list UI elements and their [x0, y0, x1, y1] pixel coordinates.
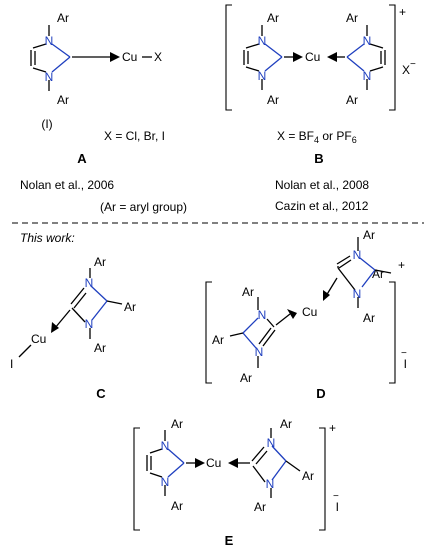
compound-label-c: C [96, 386, 106, 401]
nitrogen-atom-c2: N [85, 317, 94, 331]
compound-label-a: A [77, 151, 87, 166]
nitrogen-atom-b1: N [258, 34, 267, 48]
arrowhead-b-left [293, 52, 303, 62]
counter-anion-d: I− [401, 348, 407, 371]
arrowhead-b-right [327, 52, 337, 62]
imidazolyl-ring-d-upper [336, 237, 392, 308]
nitrogen-atom-b3: N [363, 34, 372, 48]
structure-a: N N Ar Ar Cu X (I) X = Cl, Br, I A Nolan… [20, 11, 187, 214]
bracket-right-e [319, 427, 326, 531]
nitrogen-atom-e3: N [267, 436, 276, 450]
aryl-label-d-lower-left: Ar [212, 333, 224, 347]
aryl-label-e-right-top: Ar [280, 417, 292, 431]
charge-plus-d: + [398, 258, 405, 272]
nitrogen-atom-d1: N [353, 248, 362, 262]
aryl-label-a-top: Ar [57, 11, 69, 25]
copper-atom-b: Cu [305, 50, 320, 64]
aryl-label-e-left-bottom: Ar [171, 499, 183, 513]
aryl-label-d-lower-bottom: Ar [240, 371, 252, 385]
arrowhead-e-right [228, 458, 238, 468]
bracket-left-b [225, 4, 232, 111]
bracket-right-d [389, 281, 396, 384]
aryl-label-e-right-side: Ar [302, 469, 314, 483]
imidazolylidene-ring-b-left [243, 25, 283, 90]
nitrogen-atom-d4: N [255, 345, 264, 359]
compound-label-d: D [316, 386, 325, 401]
bracket-right-b [389, 4, 396, 111]
aryl-label-c-top: Ar [94, 255, 106, 269]
copper-atom-d: Cu [302, 305, 317, 319]
citation-nolan-2006: Nolan et al., 2006 [20, 178, 114, 192]
aryl-label-c-right: Ar [124, 300, 136, 314]
arrowhead-d-lower [287, 309, 297, 319]
citation-nolan-2008: Nolan et al., 2008 [275, 178, 369, 192]
aryl-label-b-top-right: Ar [346, 11, 358, 25]
aryl-label-d-lower-top: Ar [242, 285, 254, 299]
roman-numeral-label: (I) [41, 117, 52, 131]
imidazolyl-ring-d-lower [229, 297, 276, 368]
aryl-label-c-bottom: Ar [94, 341, 106, 355]
nitrogen-atom-d3: N [258, 308, 267, 322]
nitrogen-atom-e2: N [161, 475, 170, 489]
copper-atom-a: Cu [122, 50, 137, 64]
citation-cazin-2012: Cazin et al., 2012 [275, 199, 369, 213]
imidazolyl-ring-e-right [251, 428, 301, 498]
nitrogen-atom-a1: N [45, 34, 54, 48]
nitrogen-atom-c1: N [85, 276, 94, 290]
structure-b: + N N Ar Ar Cu N N [225, 4, 416, 213]
halide-atom-a: X [154, 50, 162, 64]
structure-d: + N N Ar Ar Ar Cu [205, 228, 407, 401]
aryl-label-a-bottom: Ar [57, 93, 69, 107]
arrowhead-d-upper [323, 290, 330, 301]
arrowhead-c [51, 322, 59, 333]
nitrogen-atom-b4: N [363, 69, 372, 83]
nitrogen-atom-b2: N [258, 69, 267, 83]
compound-label-b: B [314, 151, 323, 166]
nitrogen-atom-e4: N [266, 477, 275, 491]
counter-anion-b: X− [402, 59, 416, 77]
copper-atom-e: Cu [206, 456, 221, 470]
this-work-heading: This work: [20, 231, 75, 245]
aryl-label-b-bottom-left: Ar [267, 93, 279, 107]
dative-bond-arrow-d-upper [325, 277, 338, 297]
aryl-label-e-right-bottom: Ar [254, 500, 266, 514]
aryl-group-note: (Ar = aryl group) [100, 200, 187, 214]
imidazolyl-ring-c [70, 268, 123, 339]
bracket-left-e [133, 427, 140, 531]
bracket-left-d [205, 281, 212, 384]
aryl-label-d-upper-right: Ar [372, 267, 384, 281]
structure-c: N N Ar Ar Ar Cu I C [10, 255, 136, 401]
aryl-label-d-upper-top: Ar [363, 228, 375, 242]
imidazolylidene-ring-a [30, 25, 71, 91]
iodide-atom-c: I [10, 357, 13, 371]
charge-plus-b: + [399, 5, 406, 19]
charge-plus-e: + [329, 421, 336, 435]
structure-e: + N N Ar Ar Cu [133, 417, 339, 548]
cu-i-bond-c [18, 344, 32, 358]
nitrogen-atom-d2: N [353, 287, 362, 301]
dative-bond-arrow-d-lower [275, 313, 291, 326]
imidazolylidene-ring-b-right [346, 25, 386, 90]
aryl-label-d-upper-bottom: Ar [363, 311, 375, 325]
halide-definition: X = Cl, Br, I [104, 129, 165, 143]
nitrogen-atom-e1: N [161, 439, 170, 453]
nitrogen-atom-a2: N [45, 70, 54, 84]
counter-anion-e: I− [333, 491, 339, 514]
copper-atom-c: Cu [31, 332, 46, 346]
dative-bond-arrow-c [54, 309, 71, 329]
aryl-label-b-top-left: Ar [267, 11, 279, 25]
compound-label-e: E [225, 533, 234, 548]
arrowhead-a [110, 52, 120, 62]
arrowhead-e-left [195, 458, 205, 468]
aryl-label-e-left-top: Ar [171, 417, 183, 431]
aryl-label-b-bottom-right: Ar [346, 93, 358, 107]
anion-definition: X = BF4 or PF6 [277, 129, 357, 145]
imidazolylidene-ring-e-left [146, 430, 185, 496]
